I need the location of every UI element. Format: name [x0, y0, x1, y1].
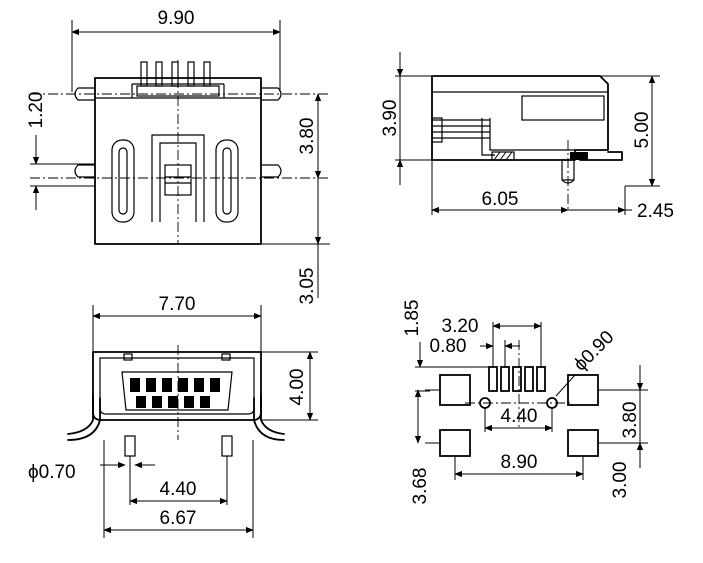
side-depth-label: 6.05	[482, 189, 519, 210]
top-offset-label: 3.05	[297, 268, 318, 305]
side-hatch	[491, 151, 515, 161]
footprint-view: 1.85 3.20 0.80 ϕ0.90 4.40 3.80 3.68 8.90…	[402, 300, 648, 505]
side-post-label: 2.45	[637, 201, 674, 222]
front-post-right	[221, 435, 233, 457]
top-view: 9.90	[26, 8, 330, 304]
side-body	[431, 75, 609, 161]
fp-pad-spacing-label: 3.80	[620, 402, 641, 439]
fp-hole-spacing-label: 4.40	[501, 406, 538, 427]
side-body-height-label: 3.90	[380, 100, 401, 137]
side-view: 3.90 5.00 6.05 2.45	[380, 52, 674, 222]
front-contacts	[130, 378, 220, 408]
top-pitch-label: 1.20	[26, 92, 47, 129]
front-view: 7.70 4.00	[28, 294, 318, 538]
fp-width-label: 8.90	[501, 452, 538, 473]
fp-pin-span-label: 3.20	[442, 316, 479, 337]
front-outer-label: 6.67	[160, 508, 197, 529]
top-height-label: 3.80	[297, 118, 318, 155]
fp-pad-height-label: 1.85	[402, 300, 423, 337]
fp-right-label: 3.00	[610, 462, 631, 499]
front-post-dia-label: ϕ0.70	[28, 462, 76, 483]
front-height-label: 4.00	[287, 369, 308, 406]
front-post-left	[124, 435, 136, 457]
footprint-pads	[439, 366, 599, 457]
top-width-label: 9.90	[158, 8, 195, 29]
front-post-spacing-label: 4.40	[160, 479, 197, 500]
side-total-height-label: 5.00	[632, 112, 653, 149]
front-width-label: 7.70	[159, 294, 196, 315]
fp-hole-dia-label: ϕ0.90	[570, 327, 619, 376]
fp-left-label: 3.68	[410, 468, 431, 505]
fp-pin-pitch-label: 0.80	[430, 336, 467, 357]
top-pin-group	[140, 61, 211, 87]
